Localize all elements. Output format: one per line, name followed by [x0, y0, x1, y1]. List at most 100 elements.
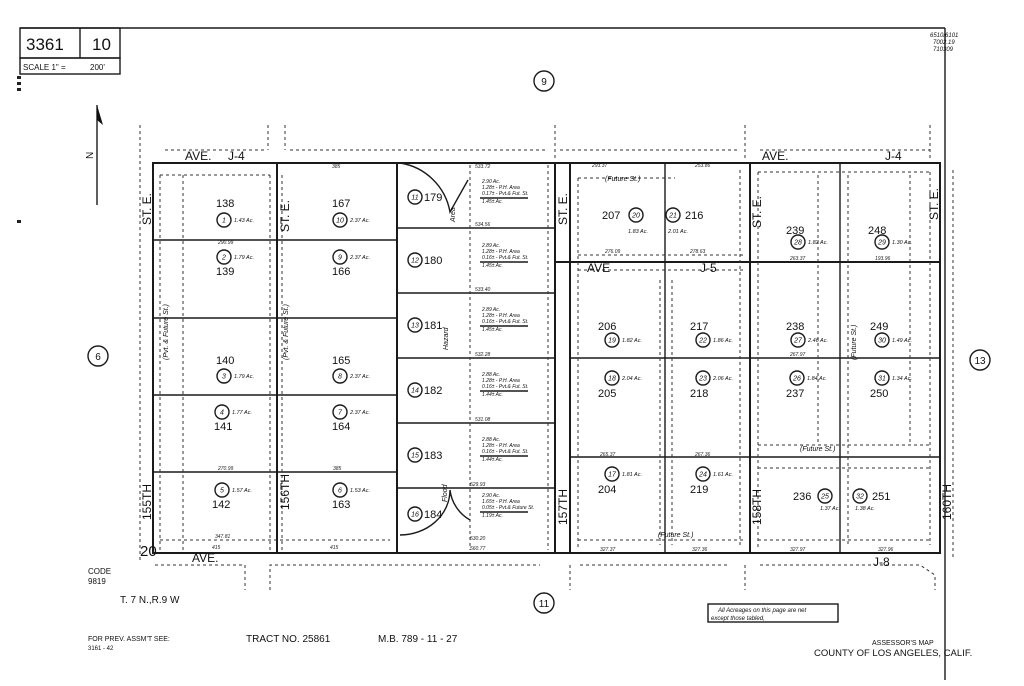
street-st-e-label: ST. E.: [140, 193, 154, 225]
area-note-line: 2.89 Ac.: [481, 243, 500, 249]
code-value: 9819: [88, 577, 106, 586]
street-ave-label: AVE.: [185, 149, 211, 163]
parcel-number: 4: [220, 410, 224, 417]
street-ave-label: AVE: [587, 261, 610, 275]
parcel-number: 11: [411, 195, 418, 202]
svg-text:193.96: 193.96: [875, 256, 891, 262]
revision-code: 6510/6101: [930, 33, 958, 39]
lot-number: 182: [424, 385, 442, 397]
future-street-label: (Pvt. & Future St.): [163, 304, 170, 360]
parcel-acreage: 1.61 Ac.: [713, 472, 733, 478]
parcel-number: 12: [411, 258, 419, 265]
lot-number: 238: [786, 321, 804, 333]
parcel-number-circle: [216, 368, 232, 384]
parcel-number-circle: [332, 212, 348, 228]
svg-text:415: 415: [212, 545, 221, 551]
area-note-line: 1.28± - P.H. Area: [482, 249, 520, 255]
street-j8-label: J-8: [873, 555, 890, 569]
future-street-label: (Future St.): [800, 446, 835, 453]
adjacent-page-east[interactable]: 13: [969, 349, 991, 371]
parcel-number-circle: [874, 234, 890, 250]
svg-text:270.99: 270.99: [217, 466, 234, 472]
county-title: COUNTY OF LOS ANGELES, CALIF.: [814, 648, 972, 659]
lot-number: 217: [690, 321, 708, 333]
adjacent-page-west[interactable]: 6: [87, 345, 109, 367]
parcel-number-circle: [407, 382, 423, 398]
parcel-acreage: 1.84 Ac.: [807, 376, 827, 382]
area-note-line: 1.45± Ac.: [482, 263, 503, 269]
parcel-number: 5: [220, 488, 224, 495]
parcel-number-circle: [216, 249, 232, 265]
area-note-line: 0.05± - Pvt.& Future St.: [482, 505, 534, 511]
svg-text:253.86: 253.86: [694, 163, 711, 169]
lot-number: 141: [214, 421, 232, 433]
area-label: Area: [450, 207, 457, 223]
area-note-line: 1.28± - P.H. Area: [482, 313, 520, 319]
parcel-acreage: 2.37 Ac.: [349, 255, 370, 261]
parcel-number-circle: [789, 370, 805, 386]
street-j4-label: J-4: [228, 149, 245, 163]
scale-box: [19, 57, 121, 75]
lot-number: 204: [598, 484, 616, 496]
parcel-number-circle: [407, 252, 423, 268]
parcel-number: 9: [338, 255, 342, 262]
page-number: 10: [92, 35, 111, 54]
parcel-acreage: 1.82 Ac.: [622, 338, 642, 344]
svg-text:327.37: 327.37: [600, 547, 616, 553]
parcel-number: 6: [338, 488, 342, 495]
parcel-number: 1: [222, 218, 226, 225]
adjacent-page-north[interactable]: 9: [533, 70, 555, 92]
adjacent-page-south[interactable]: 11: [533, 592, 555, 614]
parcel-acreage: 1.49 Ac.: [892, 338, 912, 344]
street-ave-label: AVE.: [762, 149, 788, 163]
parcel-acreage: 1.30 Ac.: [892, 240, 912, 246]
parcel-number: 17: [608, 472, 617, 479]
lot-number: 248: [868, 225, 886, 237]
parcel-acreage: 1.83 Ac.: [628, 229, 648, 235]
scale-label: SCALE 1" =: [23, 63, 66, 72]
lot-number: 138: [216, 198, 234, 210]
area-note-line: 0.16± - Pvt.& Fut. St.: [482, 449, 528, 455]
parcel-number: 26: [792, 376, 801, 383]
street-st-e-label: ST. E.: [750, 196, 764, 228]
parcel-number-circle: [695, 370, 711, 386]
parcel-acreage: 2.37 Ac.: [349, 374, 370, 380]
parcel-number-circle: [790, 234, 806, 250]
adjacent-page-number: 13: [974, 356, 986, 367]
